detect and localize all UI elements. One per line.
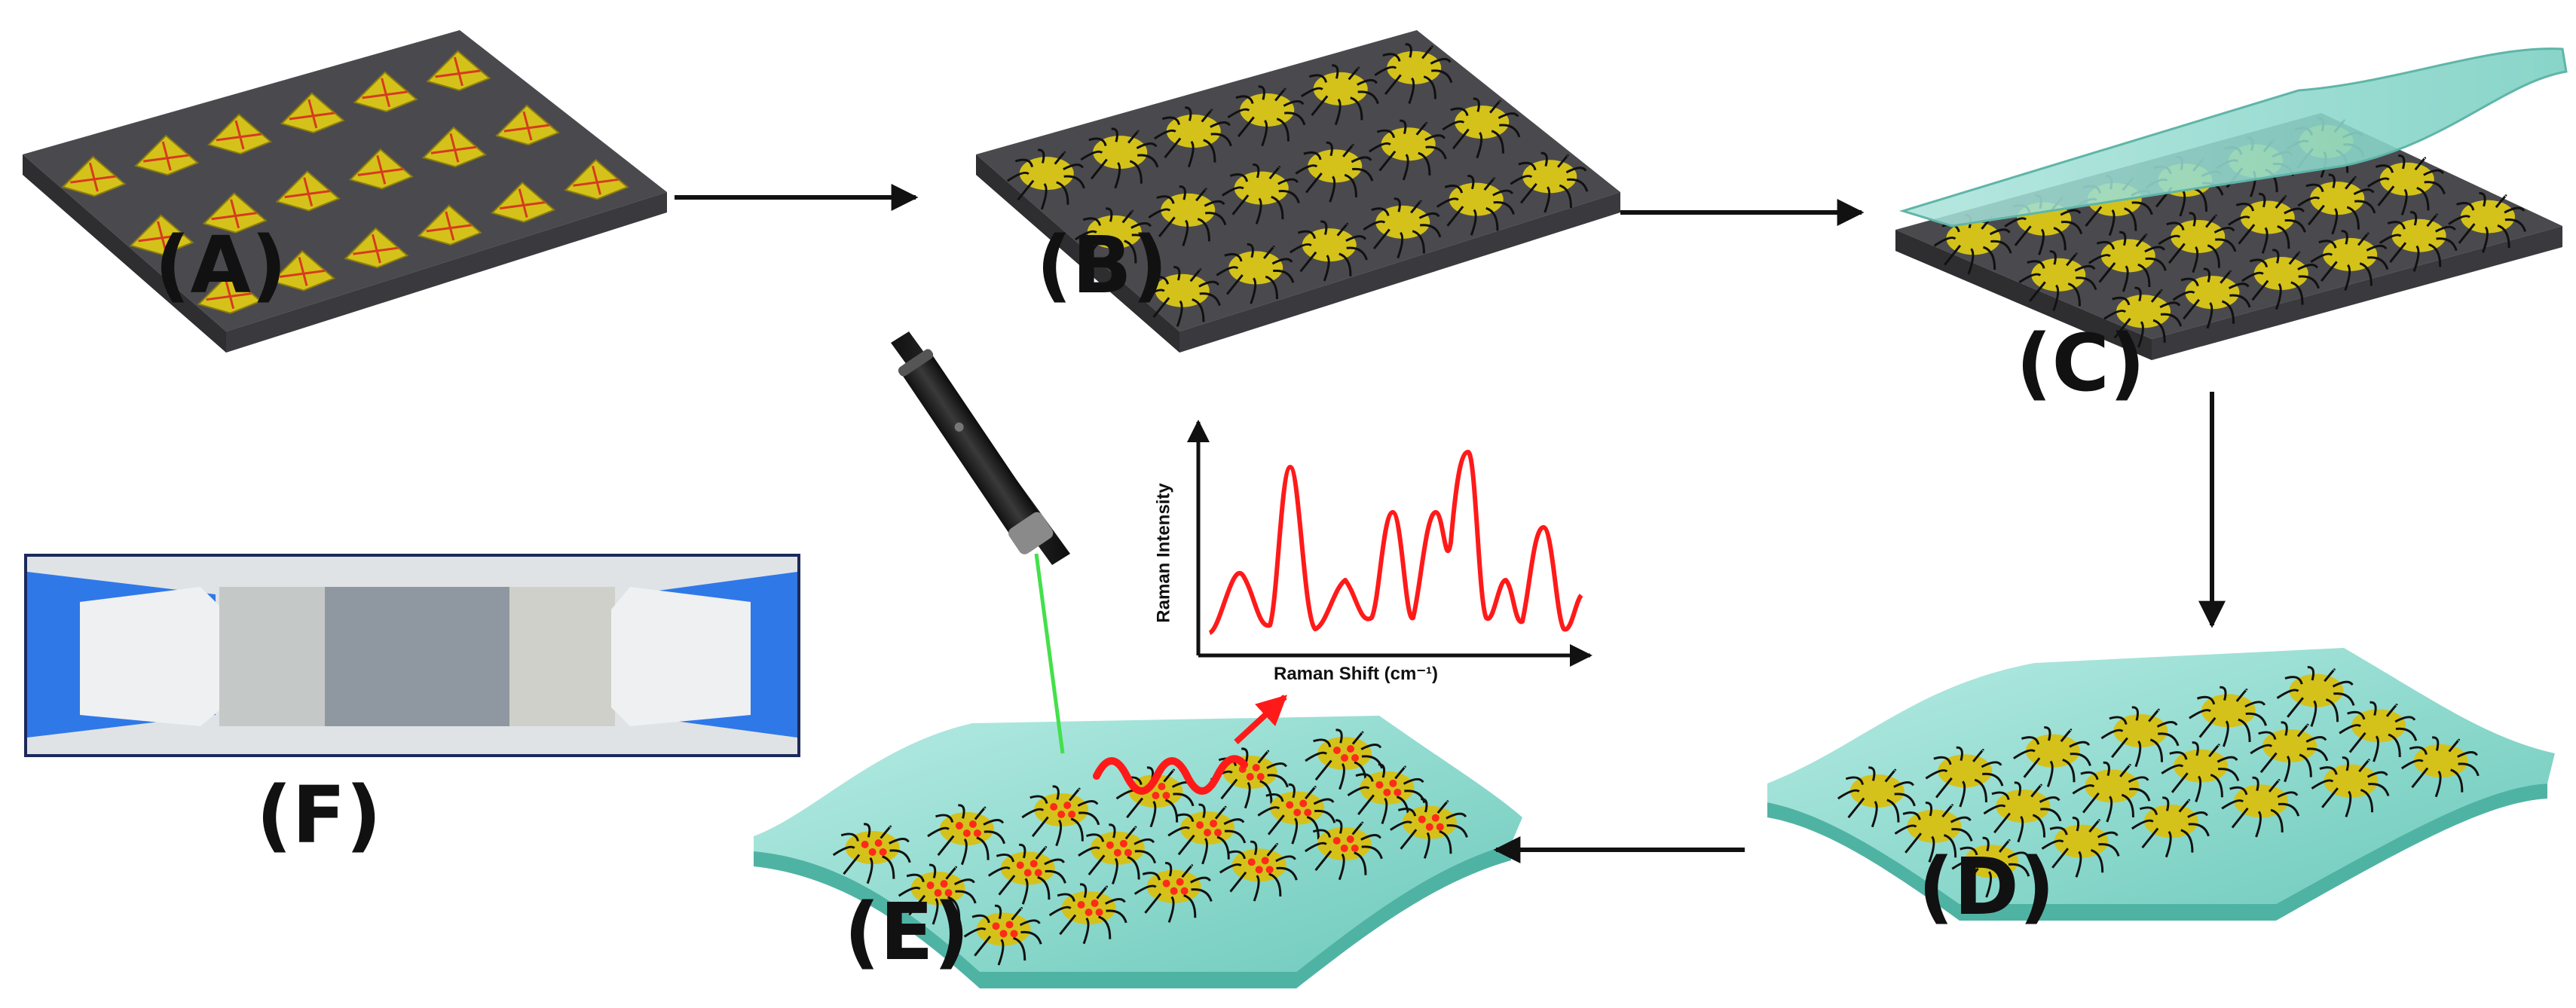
nanoplate-cluster xyxy=(987,843,1066,905)
nanoplate-cluster xyxy=(1167,803,1247,865)
nanoplate-cluster xyxy=(2103,286,2183,348)
nanoplate-cluster xyxy=(1347,763,1426,825)
nanoplate-cluster xyxy=(1390,798,1468,859)
nanoplate-cluster xyxy=(2339,701,2418,762)
nanoplate-cluster xyxy=(2241,249,2320,310)
panel-label-a: (A) xyxy=(154,219,287,311)
nanoplate-cluster xyxy=(832,823,911,884)
nanoplate-cluster xyxy=(1148,185,1227,246)
transferred-nanoplates-d xyxy=(1837,666,2480,898)
nanoplate-cluster xyxy=(1983,781,2062,843)
nanoplate-cluster xyxy=(1078,823,1157,885)
panel-label-b: (B) xyxy=(1036,219,1168,311)
nanoplate-cluster xyxy=(2448,192,2527,253)
nanoplate-cluster xyxy=(2311,756,2390,817)
nanoplate-cluster xyxy=(1289,220,1368,282)
nanoplate-cluster xyxy=(2131,796,2210,858)
raman-spectrum-inset xyxy=(1187,420,1592,667)
nanoplate-cluster xyxy=(2161,741,2240,802)
panel-label-c: (C) xyxy=(2016,317,2146,409)
nanoplate-cluster xyxy=(1951,836,2030,898)
nanoplate-cluster xyxy=(1257,783,1336,845)
nanoplate-cluster xyxy=(1142,266,1221,327)
laser-beam xyxy=(1034,553,1065,754)
nanoplate-cluster xyxy=(1221,163,1300,225)
nanoplate-cluster xyxy=(2297,173,2376,235)
nanoplate-cluster xyxy=(2018,250,2097,311)
nanoplate-cluster xyxy=(2250,721,2329,783)
panel-label-f: (F) xyxy=(256,769,382,861)
nanoplate-cluster xyxy=(2100,706,2180,768)
nanoplate-cluster xyxy=(1374,43,1453,105)
nanoplate-cluster xyxy=(2310,230,2389,292)
nanoplate-array-a xyxy=(61,50,629,314)
nanoplate-cluster xyxy=(1295,141,1374,203)
nanoplate-cluster xyxy=(1304,819,1383,881)
panel-b-substrate xyxy=(976,30,1620,353)
nanoplate-cluster xyxy=(927,804,1006,866)
panel-label-e: (E) xyxy=(844,886,970,978)
nanoplate-cluster xyxy=(2276,666,2355,727)
nanoplate-cluster xyxy=(1227,85,1306,147)
nanoplate-cluster xyxy=(898,863,977,925)
panel-a-substrate xyxy=(23,30,667,353)
nanoplate-cluster xyxy=(1115,766,1195,828)
nanoplate-cluster xyxy=(1021,785,1100,847)
nanoplate-cluster xyxy=(1368,119,1447,181)
nanoplate-cluster xyxy=(2379,211,2458,272)
nanoplate-cluster xyxy=(1442,97,1521,159)
nanoplate-cluster xyxy=(2227,193,2306,254)
nanoplate-cluster xyxy=(2189,686,2267,747)
nanoplate-cluster xyxy=(2172,267,2251,329)
nanoplate-cluster xyxy=(1436,175,1515,236)
photo-content xyxy=(27,557,797,754)
raman-scatter-signal xyxy=(1093,695,1287,795)
nanoplate-cluster xyxy=(1837,766,1916,828)
nanoplate-cluster xyxy=(2400,736,2480,798)
spectrum-x-label: Raman Shift (cm⁻¹) xyxy=(1274,664,1439,684)
nanoplate-cluster xyxy=(1006,148,1085,210)
panel-e-film xyxy=(754,716,1522,988)
nanoplate-cluster xyxy=(2041,817,2120,878)
spectrum-trace xyxy=(1208,450,1583,635)
nanoplate-cluster xyxy=(2366,154,2446,215)
nanoplate-cluster xyxy=(1305,729,1384,790)
nanoplate-cluster xyxy=(1048,883,1127,945)
nanoplate-cluster xyxy=(2158,212,2237,273)
nanoplate-cluster xyxy=(2013,726,2091,787)
nanoplate-cluster xyxy=(1134,862,1213,923)
nanoplate-cluster xyxy=(1925,746,2004,808)
functionalized-nanoplates-c xyxy=(1933,117,2527,348)
nanoplate-cluster xyxy=(1219,840,1298,902)
flexible-substrate-photo xyxy=(24,554,800,757)
nanoplate-cluster xyxy=(1300,64,1379,126)
spectrum-y-label: Raman Intensity xyxy=(1153,483,1174,623)
nanoplate-cluster xyxy=(963,904,1042,966)
panel-label-d: (D) xyxy=(1918,841,2055,933)
nanoplate-cluster xyxy=(1933,213,2012,275)
laser-pointer-icon xyxy=(891,331,1070,754)
nanoplate-cluster xyxy=(2072,761,2151,823)
nanoplate-cluster xyxy=(1363,197,1442,259)
peeling-film xyxy=(1898,47,2568,228)
nanoplate-cluster xyxy=(1216,243,1295,304)
functionalized-nanoplates-b xyxy=(1006,43,1589,327)
nanoplate-cluster xyxy=(2088,231,2167,292)
sers-hotspots-e xyxy=(832,729,1468,966)
nanoplate-cluster xyxy=(2221,776,2300,838)
nanoplate-cluster xyxy=(1510,151,1589,213)
nanoplate-cluster xyxy=(1080,127,1159,189)
nanoplate-cluster xyxy=(1074,207,1153,269)
nanoplate-cluster xyxy=(1894,802,1973,863)
panel-d-film xyxy=(1767,648,2555,921)
panel-c-substrate xyxy=(1895,47,2568,360)
nanoplate-cluster xyxy=(1153,106,1232,168)
